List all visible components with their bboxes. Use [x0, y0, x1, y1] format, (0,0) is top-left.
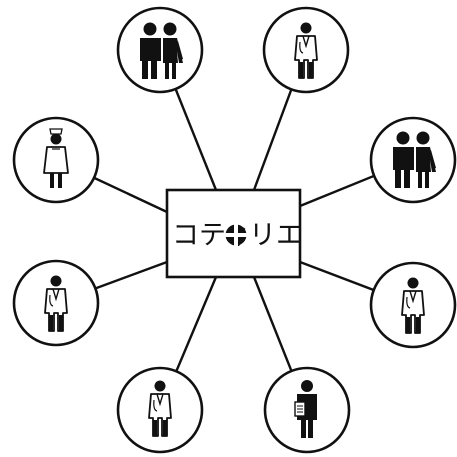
node-bottom-left [116, 366, 204, 454]
center-logo-box: コティ リエ [165, 188, 303, 279]
node-top-left [116, 6, 204, 94]
node-top-right [262, 6, 350, 94]
node-left-lower [12, 259, 100, 347]
node-left-upper [12, 116, 100, 204]
node-bottom-right [263, 366, 351, 454]
logo-text-right: リエ [249, 220, 303, 251]
node-right-lower [369, 261, 457, 349]
logo-mark-icon [225, 224, 247, 246]
node-right-upper [369, 116, 457, 204]
